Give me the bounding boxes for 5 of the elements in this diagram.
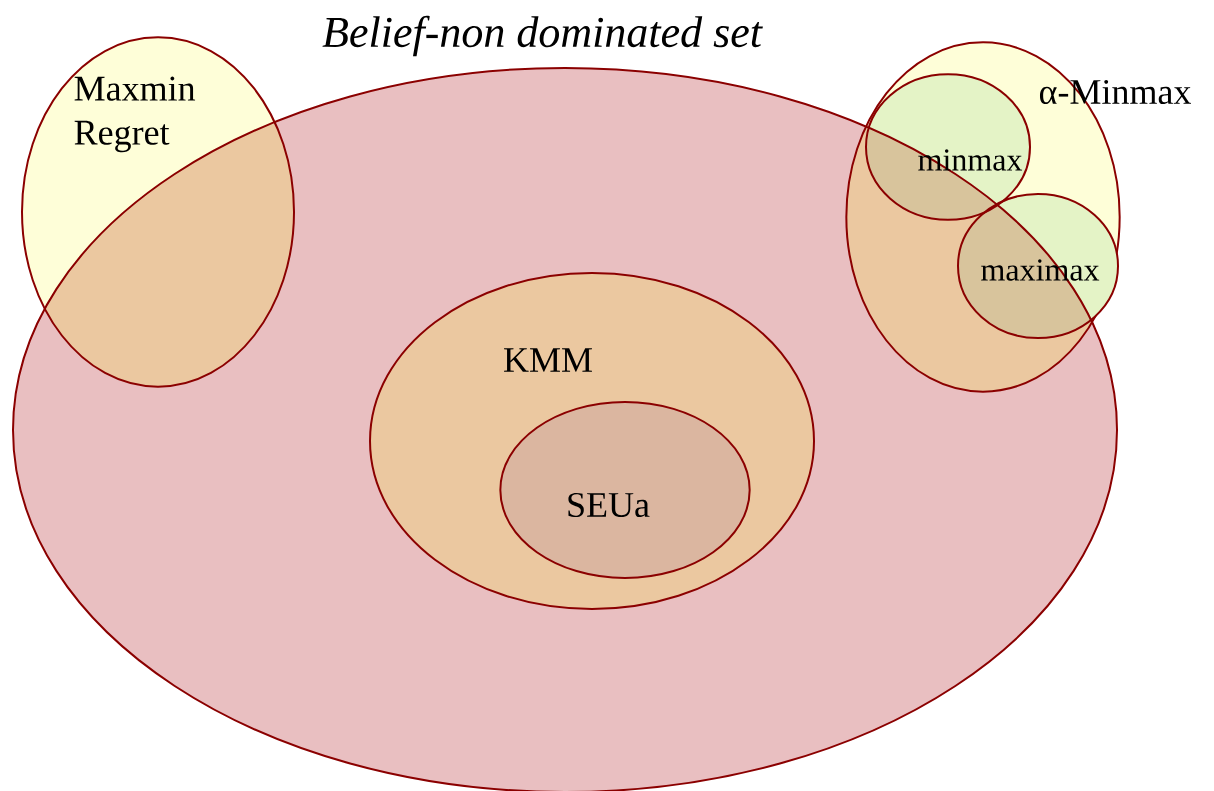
venn-ellipse — [499, 401, 751, 579]
set-label: KMM — [504, 348, 592, 372]
set-label: SEUa — [568, 492, 650, 518]
set-label: Maxmin Regret — [74, 76, 196, 153]
set-label: Belief-non dominated set — [322, 15, 763, 57]
